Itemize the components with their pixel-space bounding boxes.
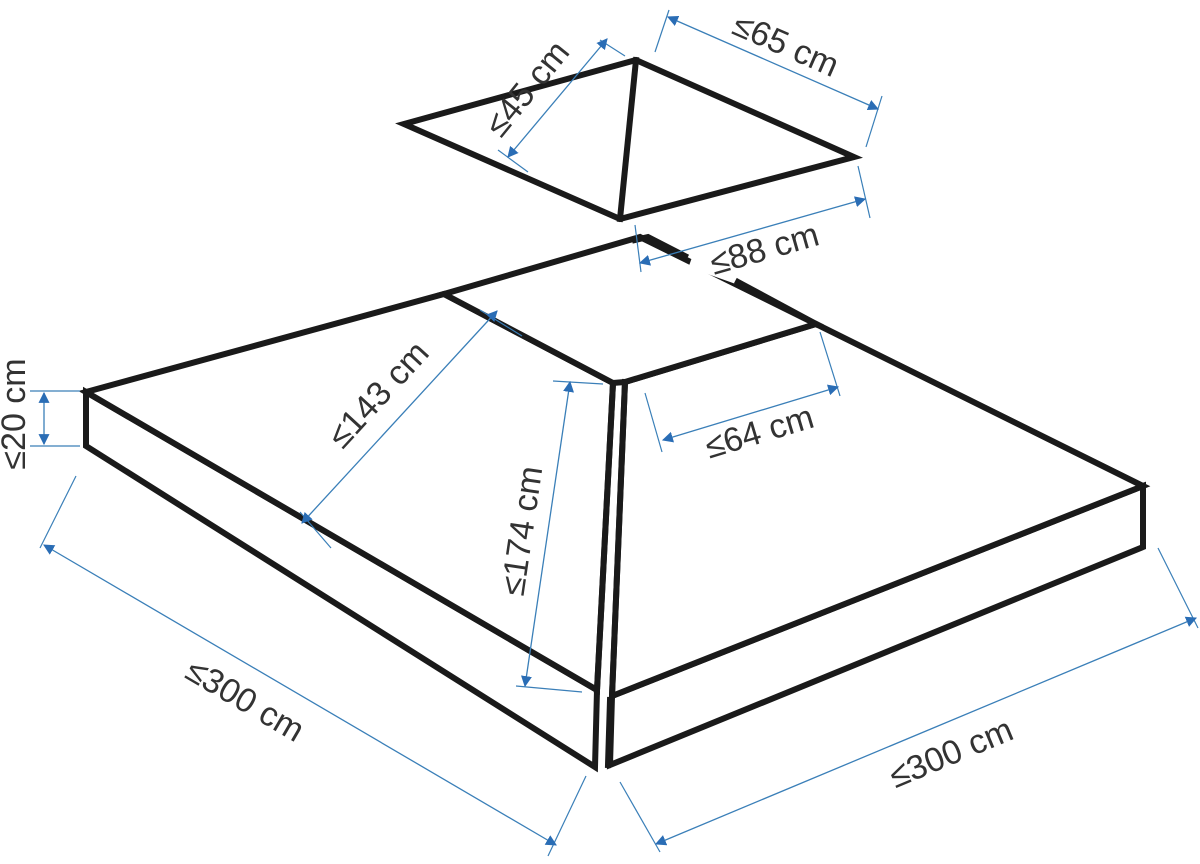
front-corner-seam (604, 696, 614, 769)
label-top-cap-base: ≤88 cm (706, 216, 823, 283)
dim-45-line (507, 38, 608, 158)
dim-45-extension-b (497, 149, 529, 173)
dim-300-right-extension-b (1157, 547, 1199, 629)
dim-65-extension-a (654, 9, 670, 53)
dim-300-left-extension-a (39, 475, 77, 549)
dim-88-extension-b (857, 165, 871, 219)
dim-64-line (661, 384, 840, 443)
back-corner-gap (688, 258, 740, 285)
dim-65-extension-b (865, 95, 883, 148)
dimension-lines (30, 9, 1199, 857)
label-base-right: ≤300 cm (884, 710, 1019, 795)
hip-seam-right (608, 378, 629, 700)
dim-300-right-extension-a (619, 781, 661, 853)
dim-300-left-line (43, 544, 557, 846)
dim-65-line (666, 15, 880, 111)
dim-143-line (301, 310, 498, 524)
dim-88-line (638, 196, 867, 266)
canopy-back-panel (436, 233, 825, 387)
dim-300-right-line (654, 616, 1198, 846)
top-cap-ridge (616, 56, 640, 223)
label-valance-height: ≤20 cm (0, 358, 33, 469)
label-top-cap-width: ≤65 cm (727, 5, 844, 84)
label-base-left: ≤300 cm (179, 651, 310, 750)
top-cap (395, 56, 863, 223)
back-edge-right (733, 277, 821, 329)
hip-seam-left (593, 379, 617, 694)
dim-64-extension-a (644, 392, 663, 453)
